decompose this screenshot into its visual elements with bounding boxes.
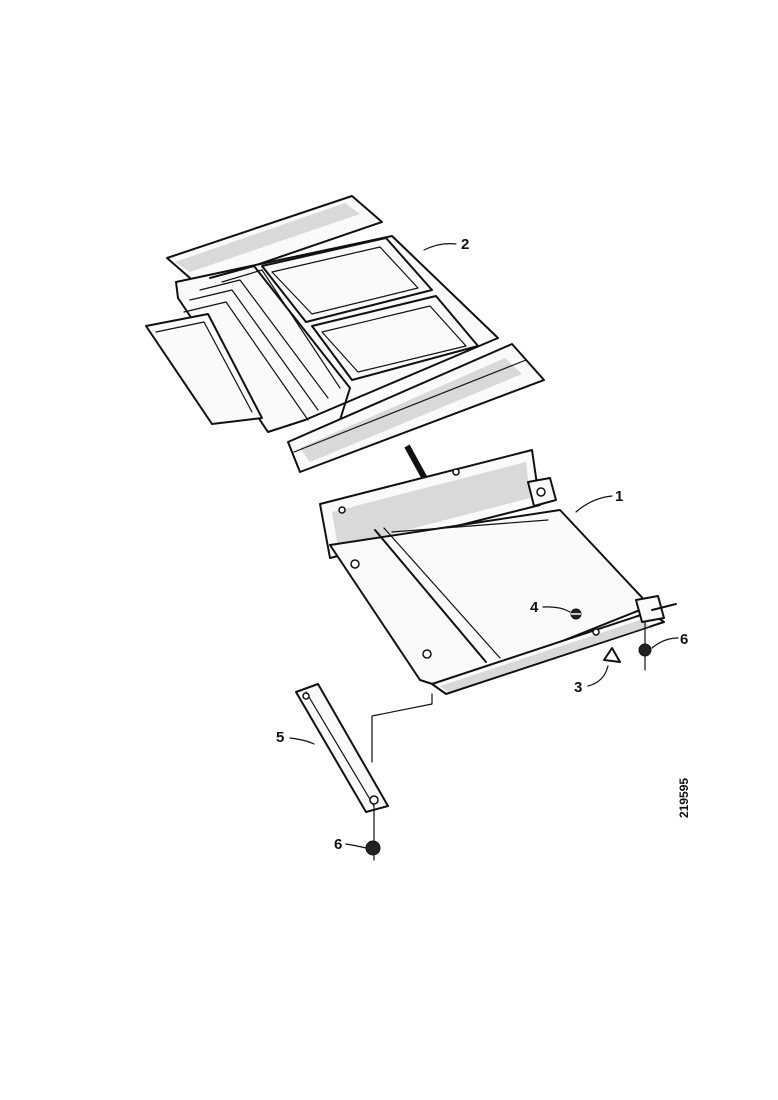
callout-4: 4 xyxy=(530,599,539,616)
callout-2: 2 xyxy=(461,236,469,253)
callout-6-bottom: 6 xyxy=(334,836,342,853)
callout-3: 3 xyxy=(574,679,582,696)
part-5-strap xyxy=(295,683,389,813)
part-6-nut-bottom xyxy=(365,805,381,861)
part-2-upper-cover-assembly xyxy=(145,195,545,473)
part-1-support-plate xyxy=(319,449,665,763)
callout-5: 5 xyxy=(276,729,284,746)
callout-6-right: 6 xyxy=(680,631,688,648)
figure-reference-number: 219595 xyxy=(677,778,691,818)
part-6-nut-right xyxy=(638,603,677,671)
part-4-screw xyxy=(570,608,582,620)
part-3-clip xyxy=(592,628,621,663)
leader-lines xyxy=(289,243,679,849)
callout-1: 1 xyxy=(615,488,623,505)
